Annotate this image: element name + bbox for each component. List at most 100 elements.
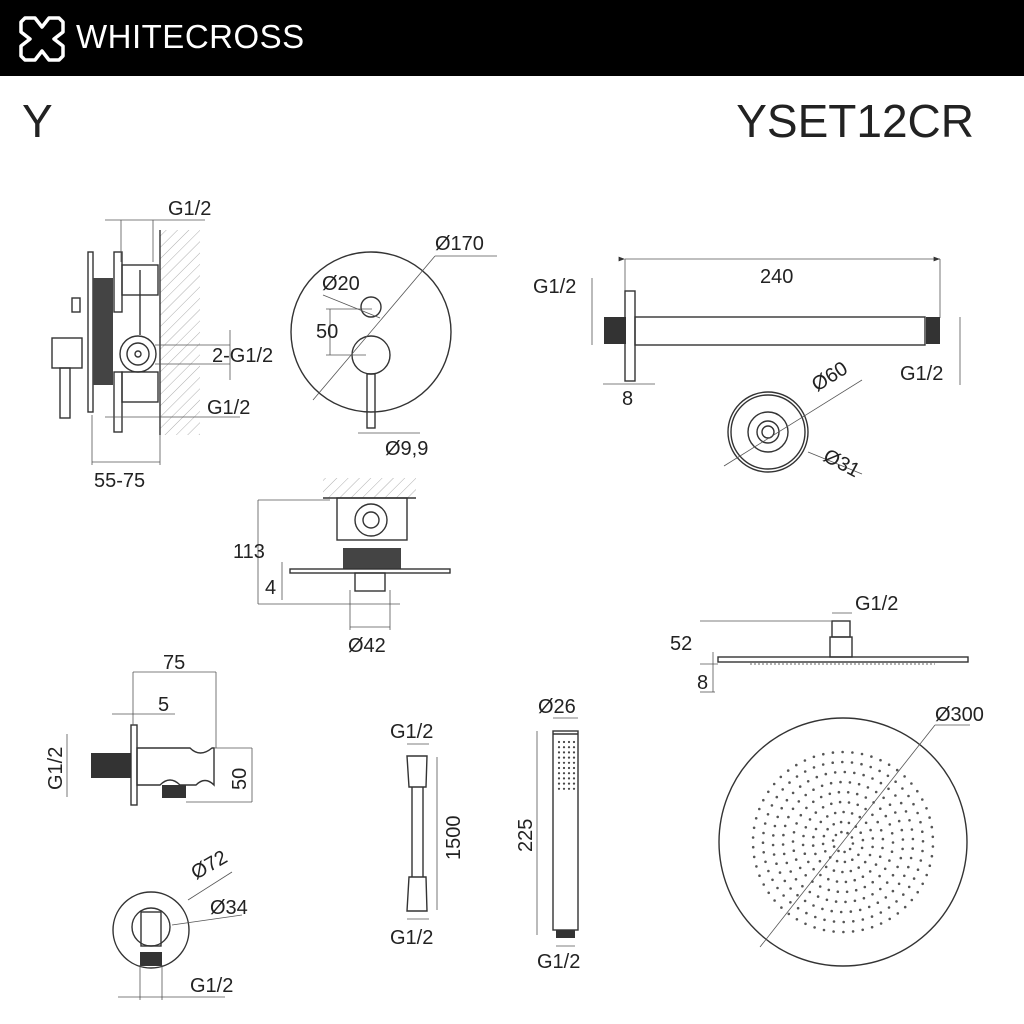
nozzle-dot — [874, 863, 878, 866]
nozzle-dot — [804, 793, 807, 797]
handle-diameter: Ø42 — [348, 635, 386, 657]
nozzle-dot — [887, 906, 891, 909]
nozzle-dot — [925, 873, 928, 877]
nozzle-dot — [791, 840, 795, 843]
nozzle-dot — [870, 755, 873, 758]
nozzle-dot — [762, 851, 765, 854]
nozzle-dot — [832, 920, 836, 923]
nozzle-dot — [815, 775, 819, 779]
nozzle-dot — [771, 843, 775, 847]
nozzle-dot — [836, 890, 840, 893]
nozzle-dot — [829, 781, 833, 785]
nozzle-dot — [843, 770, 847, 774]
nozzle-dot — [807, 860, 810, 864]
mixer-side-thread: 2-G1/2 — [212, 345, 273, 367]
nozzle-dot — [841, 870, 844, 874]
nozzle-dot — [894, 811, 897, 814]
nozzle-dot — [842, 930, 845, 934]
nozzle-dot — [832, 845, 836, 848]
nozzle-dot — [771, 878, 774, 882]
nozzle-dot — [830, 909, 833, 913]
nozzle-dot — [831, 761, 834, 764]
nozzle-dot — [762, 831, 765, 835]
series-label: Y — [22, 95, 53, 147]
nozzle-dot — [921, 830, 924, 833]
nozzle-dot — [903, 874, 906, 878]
nozzle-dot — [763, 822, 767, 825]
nozzle-dot — [850, 812, 854, 815]
nozzle-dot — [901, 847, 904, 851]
nozzle-dot — [827, 877, 830, 881]
nozzle-dot — [921, 882, 924, 886]
nozzle-dot — [797, 800, 801, 803]
nozzle-dot — [805, 806, 808, 810]
nozzle-dot — [567, 772, 571, 775]
nozzle-dot — [841, 760, 844, 764]
nozzle-dot — [864, 796, 868, 799]
nozzle-dot — [803, 899, 807, 903]
nozzle-dot — [822, 752, 825, 756]
nozzle-dot — [789, 887, 792, 890]
nozzle-dot — [910, 828, 914, 831]
nozzle-dot — [822, 834, 826, 838]
hose-length: 1500 — [443, 816, 465, 861]
nozzle-dot — [871, 880, 874, 884]
nozzle-dot — [812, 867, 815, 871]
hose-top-thread: G1/2 — [390, 721, 433, 743]
brand-name: WHITECROSS — [76, 18, 305, 55]
nozzle-dot — [903, 775, 906, 778]
outlet-inner-diameter: Ø34 — [210, 897, 248, 919]
nozzle-dot — [921, 798, 924, 801]
nozzle-dot — [813, 926, 816, 929]
mixer-front-view: Ø170 Ø20 50 Ø9,9 — [290, 233, 497, 460]
nozzle-dot — [890, 832, 894, 835]
nozzle-dot — [824, 850, 827, 853]
nozzle-dot — [903, 905, 907, 909]
nozzle-dot — [870, 915, 874, 918]
nozzle-dot — [835, 880, 839, 883]
nozzle-dot — [557, 746, 561, 749]
nozzle-dot — [921, 840, 925, 843]
nozzle-dot — [846, 791, 850, 794]
nozzle-dot — [854, 888, 858, 892]
nozzle-dot — [812, 904, 815, 907]
model-code: YSET12CR — [736, 95, 974, 147]
nozzle-dot — [839, 780, 842, 784]
nozzle-dot — [770, 804, 774, 807]
nozzle-dot — [572, 782, 576, 785]
nozzle-dot — [796, 906, 800, 910]
nozzle-dot — [921, 849, 924, 853]
nozzle-dot — [786, 769, 790, 772]
hand-shower-diameter: Ø26 — [538, 696, 576, 718]
nozzle-dot — [833, 771, 837, 774]
nozzle-dot — [567, 766, 571, 770]
outlet-outer-diameter: Ø72 — [188, 846, 232, 884]
nozzle-dot — [826, 827, 829, 831]
nozzle-dot — [853, 878, 856, 882]
nozzle-dot — [823, 918, 826, 922]
nozzle-dot — [801, 843, 805, 847]
nozzle-dot — [931, 845, 935, 848]
hose-bottom-thread: G1/2 — [390, 927, 433, 949]
nozzle-dot — [888, 859, 891, 862]
nozzle-dot — [819, 873, 822, 877]
nozzle-dot — [891, 873, 895, 877]
nozzle-dot — [912, 877, 916, 880]
nozzle-dot — [819, 820, 823, 824]
nozzle-dot — [864, 807, 867, 811]
nozzle-dot — [860, 752, 864, 756]
nozzle-dot — [868, 853, 872, 857]
nozzle-dot — [557, 740, 561, 744]
nozzle-dot — [858, 908, 862, 912]
nozzle-dot — [899, 801, 903, 805]
nozzle-dot — [795, 763, 798, 767]
nozzle-dot — [781, 843, 785, 846]
nozzle-dot — [857, 866, 860, 869]
nozzle-dot — [879, 829, 883, 832]
nozzle-dot — [874, 790, 878, 794]
outlet-flange-thickness: 5 — [158, 694, 169, 716]
nozzle-dot — [567, 740, 571, 744]
nozzle-dot — [860, 846, 864, 850]
nozzle-dot — [837, 849, 840, 853]
